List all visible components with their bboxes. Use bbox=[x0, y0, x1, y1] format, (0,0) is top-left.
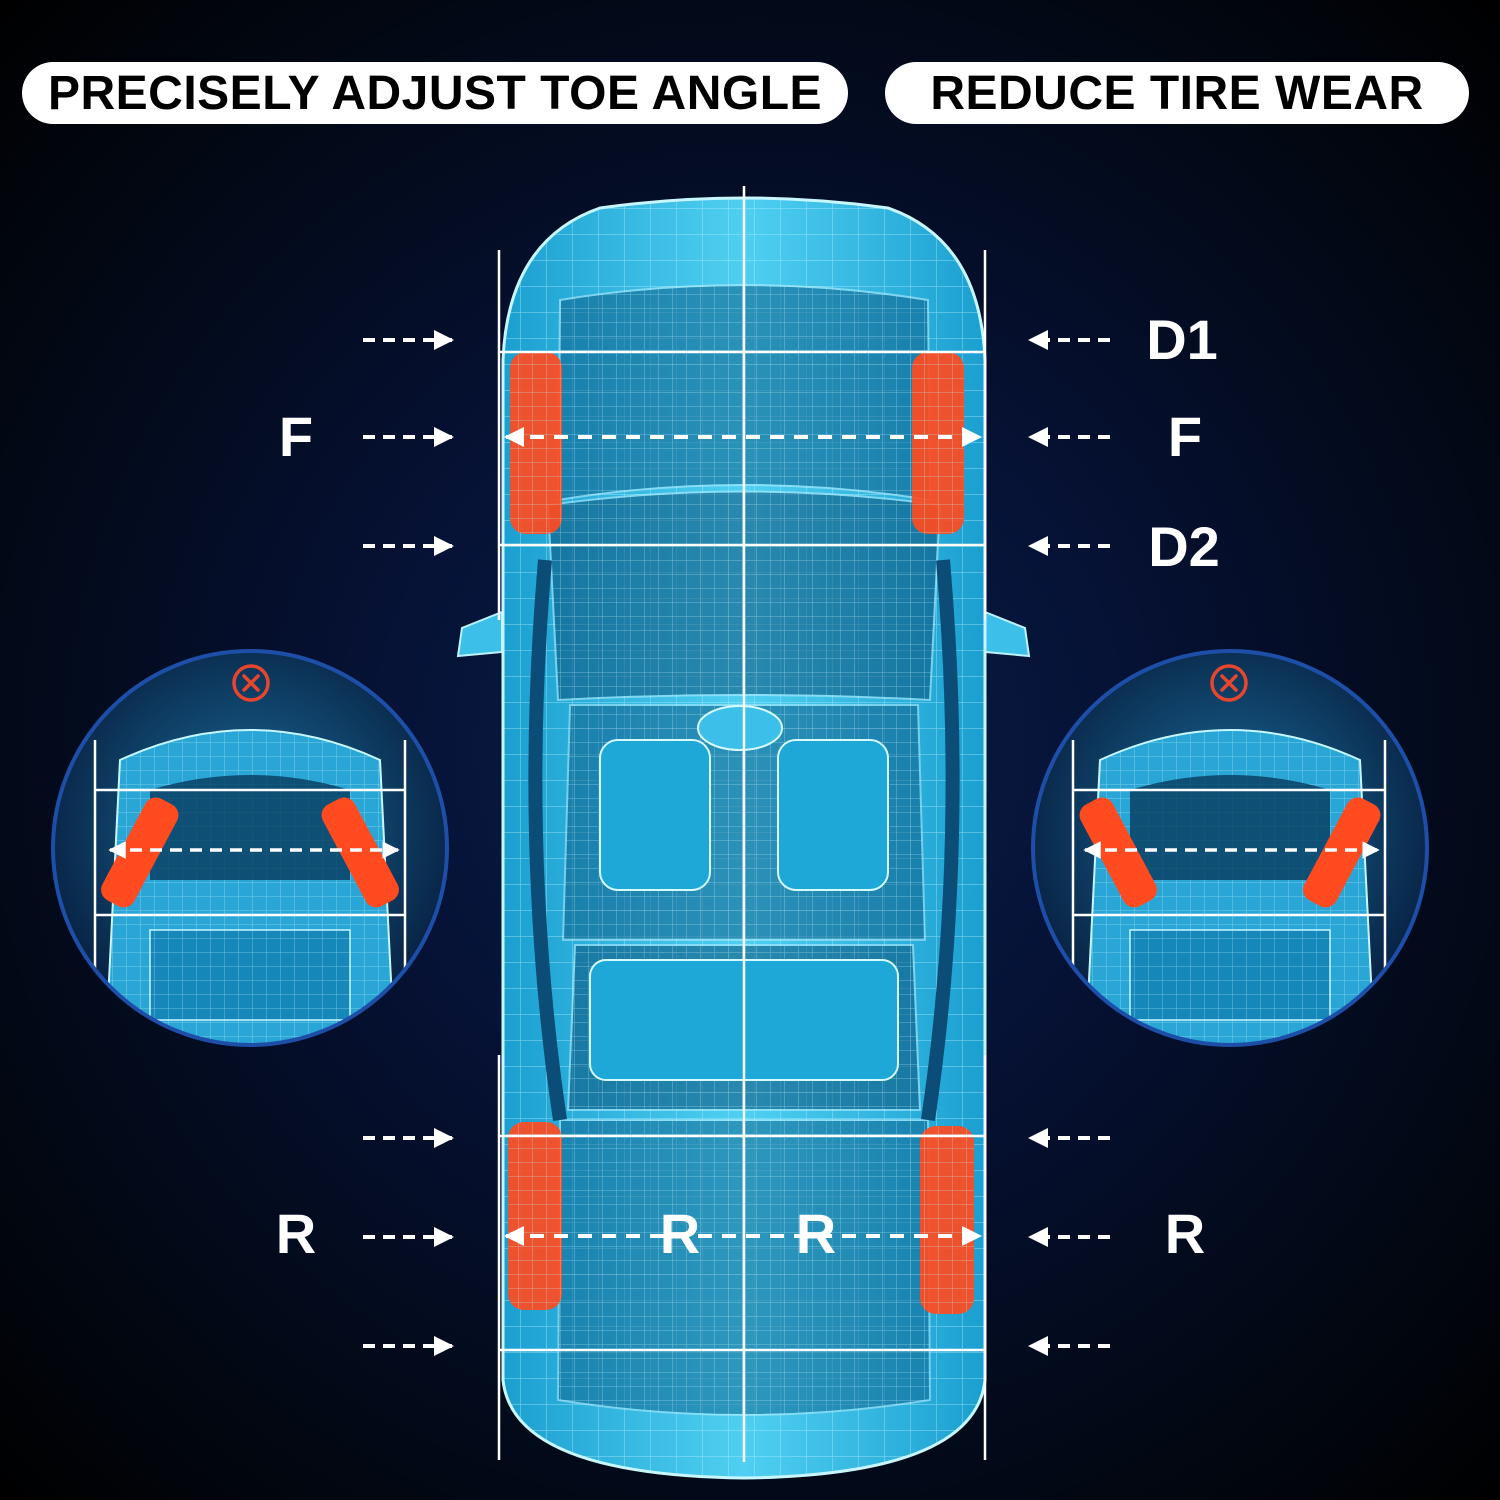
rear-left-tire bbox=[508, 1122, 562, 1310]
rear-left-label: R bbox=[275, 1202, 317, 1265]
d1-label: D1 bbox=[1146, 308, 1218, 371]
inset-left-toe-in bbox=[51, 649, 449, 1047]
d2-label: D2 bbox=[1148, 515, 1220, 578]
rear-right-label: R bbox=[1164, 1202, 1206, 1265]
x-circle-icon bbox=[1210, 664, 1248, 702]
front-right-label: F bbox=[1167, 405, 1203, 468]
car-wireframe bbox=[456, 196, 1031, 1480]
front-right-tire bbox=[912, 352, 964, 534]
left-pointer-arrows bbox=[363, 330, 454, 1356]
rear-inner-right-label: R bbox=[795, 1202, 837, 1265]
right-pointer-arrows bbox=[1028, 330, 1110, 1356]
banner-precisely-adjust: PRECISELY ADJUST TOE ANGLE bbox=[22, 62, 848, 124]
inset-right-toe-out bbox=[1031, 649, 1429, 1047]
front-left-label: F bbox=[278, 405, 314, 468]
front-left-tire bbox=[510, 352, 562, 534]
rear-inner-left-label: R bbox=[659, 1202, 701, 1265]
guide-lines bbox=[497, 186, 987, 1462]
x-circle-icon bbox=[232, 664, 270, 702]
rear-right-tire bbox=[920, 1126, 974, 1314]
banner-reduce-tire-wear: REDUCE TIRE WEAR bbox=[885, 62, 1469, 124]
